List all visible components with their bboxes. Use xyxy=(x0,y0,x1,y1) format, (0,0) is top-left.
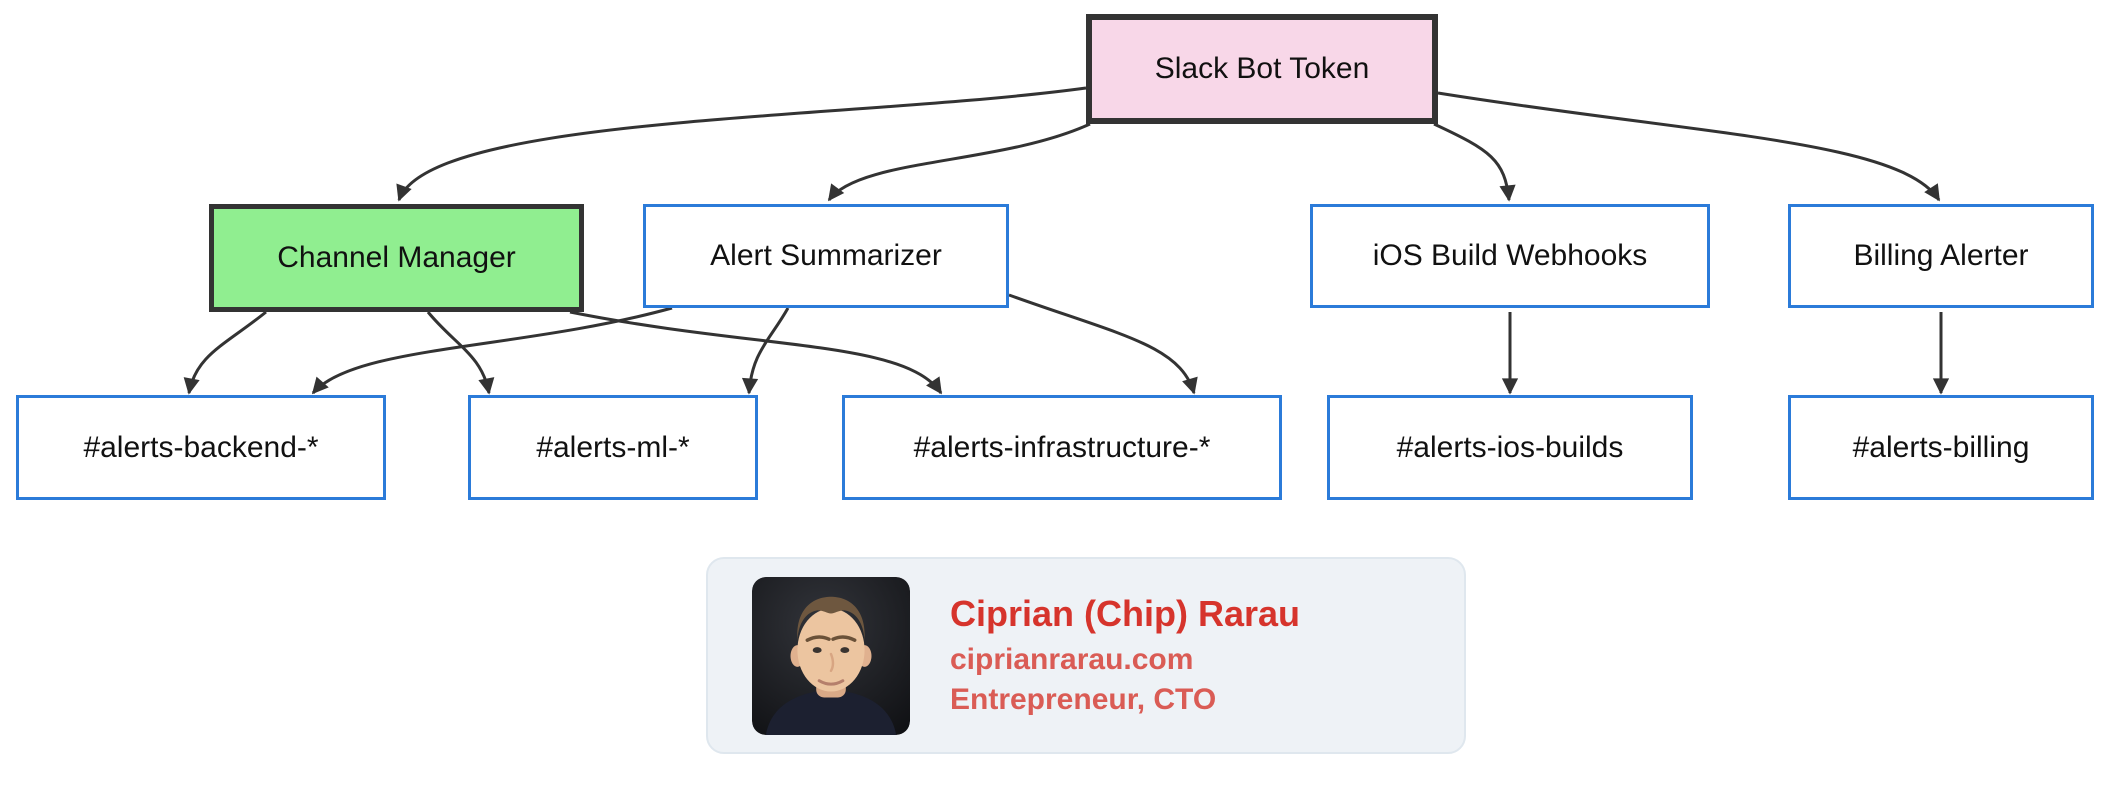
node-alert-summarizer: Alert Summarizer xyxy=(643,204,1009,308)
node-billing-alerter-label: Billing Alerter xyxy=(1853,239,2029,272)
author-role: Entrepreneur, CTO xyxy=(950,682,1217,716)
edge-channel-manager-to-alerts-backend xyxy=(183,310,267,395)
edge-channel-manager-to-alerts-ml xyxy=(426,311,495,395)
node-alerts-ml: #alerts-ml-* xyxy=(468,395,758,500)
author-name: Ciprian (Chip) Rarau xyxy=(950,592,1301,634)
edge-root-to-alert-summarizer xyxy=(827,122,1091,202)
node-alerts-backend-label: #alerts-backend-* xyxy=(83,430,319,464)
node-slack-bot-token-label: Slack Bot Token xyxy=(1154,52,1370,85)
edge-root-to-ios-build-webhooks xyxy=(1433,122,1516,202)
avatar xyxy=(752,576,910,735)
edge-channel-manager-to-alerts-infrastructure xyxy=(569,310,943,395)
node-alerts-infrastructure: #alerts-infrastructure-* xyxy=(842,395,1282,500)
node-alerts-ml-label: #alerts-ml-* xyxy=(536,430,690,464)
node-alerts-backend: #alerts-backend-* xyxy=(16,395,386,500)
node-alerts-infrastructure-label: #alerts-infrastructure-* xyxy=(913,430,1211,464)
node-alerts-billing: #alerts-billing xyxy=(1788,395,2094,500)
edge-root-to-billing-alerter xyxy=(1437,91,1941,202)
author-profile-card: Ciprian (Chip) Rarau ciprianrarau.com En… xyxy=(706,557,1466,754)
node-alerts-billing-label: #alerts-billing xyxy=(1852,430,2030,464)
edge-alert-summarizer-to-alerts-infrastructure xyxy=(1008,293,1198,395)
node-ios-build-webhooks-label: iOS Build Webhooks xyxy=(1372,239,1648,272)
author-info: Ciprian (Chip) Rarau ciprianrarau.com En… xyxy=(950,592,1300,720)
node-channel-manager-label: Channel Manager xyxy=(277,241,516,274)
node-channel-manager: Channel Manager xyxy=(209,204,584,312)
node-alert-summarizer-label: Alert Summarizer xyxy=(710,239,942,272)
node-alerts-ios-builds-label: #alerts-ios-builds xyxy=(1396,430,1624,464)
node-alerts-ios-builds: #alerts-ios-builds xyxy=(1327,395,1693,500)
node-billing-alerter: Billing Alerter xyxy=(1788,204,2094,308)
node-ios-build-webhooks: iOS Build Webhooks xyxy=(1310,204,1710,308)
edge-alert-summarizer-to-alerts-backend xyxy=(311,306,673,395)
node-slack-bot-token: Slack Bot Token xyxy=(1086,14,1438,124)
author-website-link[interactable]: ciprianrarau.com xyxy=(950,642,1194,676)
edge-root-to-channel-manager xyxy=(396,86,1087,202)
edge-alert-summarizer-to-alerts-ml xyxy=(741,307,790,395)
